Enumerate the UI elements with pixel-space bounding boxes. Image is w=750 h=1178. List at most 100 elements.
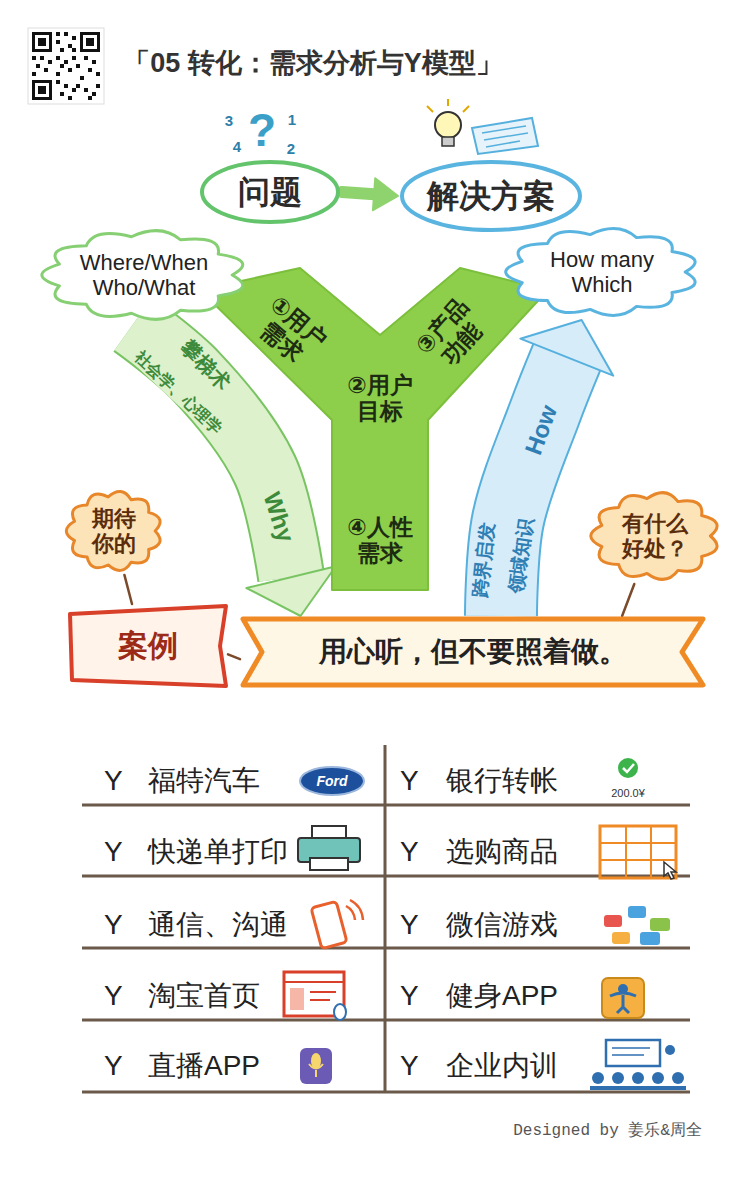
presenter — [665, 1045, 675, 1055]
table-divider — [384, 745, 387, 1092]
text-anchor: Ford — [316, 773, 347, 789]
label-text: Ford — [316, 773, 347, 789]
label-text: Y — [104, 1050, 123, 1082]
chat-bubble — [612, 932, 630, 944]
qr-finder — [32, 32, 52, 52]
label-text: Y — [400, 980, 419, 1012]
qr-finder — [35, 35, 49, 49]
label-text: 2 — [287, 140, 295, 157]
text-anchor: 领域知识 — [504, 514, 537, 598]
connector-line — [622, 584, 634, 616]
label-text: 4 — [233, 138, 241, 155]
text-anchor: Y — [400, 980, 419, 1012]
text-anchor: Y — [104, 980, 123, 1012]
text-anchor: Y — [400, 1050, 419, 1082]
text-anchor: Y — [400, 836, 419, 868]
text-anchor: 直播APP — [148, 1050, 260, 1082]
connector-outline — [501, 357, 567, 616]
text-anchor: 选购商品 — [446, 836, 558, 868]
node-content: ①用户需求②用户目标③产品功能④人性需求 — [196, 262, 552, 594]
text-anchor: Y — [104, 909, 123, 941]
qr-modules — [32, 32, 100, 100]
title-text: 「05 转化：需求分析与Y模型」 — [123, 48, 503, 79]
audience — [652, 1072, 664, 1084]
document-line — [484, 133, 528, 140]
label-text: 健身APP — [446, 980, 558, 1012]
banner-outline — [243, 619, 703, 685]
node-text: 用心听，但不要照着做。 — [319, 636, 627, 668]
qr-finder — [80, 32, 100, 52]
fitness-figure — [610, 993, 636, 1013]
y-model-shape: ①用户需求②用户目标③产品功能④人性需求 — [196, 262, 552, 594]
text-anchor: 通信、沟通 — [148, 909, 288, 941]
node-text: Where/When Who/What — [74, 250, 214, 301]
shelf-line — [625, 826, 627, 878]
node-content: 期待你的 — [62, 487, 166, 575]
text-anchor: 3 — [225, 112, 233, 129]
leader-line — [622, 584, 634, 616]
label-text: ? — [248, 104, 276, 157]
node-text: How many Which — [542, 247, 662, 298]
screen-icon — [606, 1040, 660, 1066]
text-anchor: 4 — [233, 138, 241, 155]
text-anchor: Y — [400, 765, 419, 797]
callout-cloud: 有什么好处？ — [586, 488, 724, 584]
label-text: Y — [104, 980, 123, 1012]
qr-finder — [38, 86, 46, 94]
text-anchor: 1 — [288, 111, 296, 128]
connector-line — [124, 575, 132, 604]
document-line — [482, 126, 526, 133]
cloud-outline — [506, 229, 695, 316]
edge-label: Why — [257, 486, 301, 548]
text-anchor: 快递单打印 — [148, 836, 288, 868]
pennant-outline — [70, 606, 226, 686]
node-text: 期待你的 — [91, 506, 137, 557]
label-text: 企业内训 — [446, 1050, 558, 1082]
node-content: 解决方案 — [398, 158, 584, 234]
answer-cloud: How many Which — [500, 224, 704, 320]
text-anchor: 「05 转化：需求分析与Y模型」 — [123, 48, 503, 79]
label-text: 银行转帐 — [446, 765, 558, 797]
cloud-outline — [591, 493, 717, 580]
light-ray — [447, 99, 449, 106]
label-text: 快递单打印 — [148, 836, 288, 868]
check-mark — [623, 764, 634, 772]
label-text: 福特汽车 — [148, 765, 260, 797]
fitness-icon — [602, 978, 644, 1018]
label-text: Y — [400, 909, 419, 941]
text-anchor: 淘宝首页 — [148, 980, 260, 1012]
text-anchor: 200.0¥ — [611, 787, 645, 800]
text-anchor: 银行转帐 — [446, 765, 558, 797]
label-text: 直播APP — [148, 1050, 260, 1082]
arrow-head — [520, 320, 613, 376]
mic-icon — [300, 1048, 332, 1084]
label-text: Y — [104, 836, 123, 868]
flow-arrow — [342, 178, 398, 210]
connector-line — [501, 357, 567, 616]
text-anchor: Y — [400, 909, 419, 941]
screen-line — [612, 1047, 650, 1049]
label-text: Y — [400, 836, 419, 868]
node-content: Where/When Who/What — [36, 226, 252, 324]
node-text: 解决方案 — [427, 178, 555, 215]
question-cloud: Where/When Who/What — [36, 226, 252, 324]
ford-logo — [300, 767, 364, 795]
callout-cloud: 期待你的 — [62, 487, 166, 575]
label-text: 淘宝首页 — [148, 980, 260, 1012]
text-anchor: How — [518, 399, 563, 462]
shelf-icon — [600, 826, 676, 878]
node-content: 问题 — [198, 158, 342, 226]
qr-finder — [86, 38, 94, 46]
ellipse-outline — [402, 162, 580, 230]
node-text: ③产品功能 — [409, 291, 495, 379]
lightbulb — [435, 112, 461, 138]
leader-line — [124, 575, 132, 604]
audience — [672, 1072, 684, 1084]
problem-ellipse: 问题 — [198, 158, 342, 226]
phone-icon — [311, 901, 347, 948]
ellipse-outline — [202, 162, 338, 222]
check-icon — [618, 758, 638, 778]
qr-finder — [83, 35, 97, 49]
